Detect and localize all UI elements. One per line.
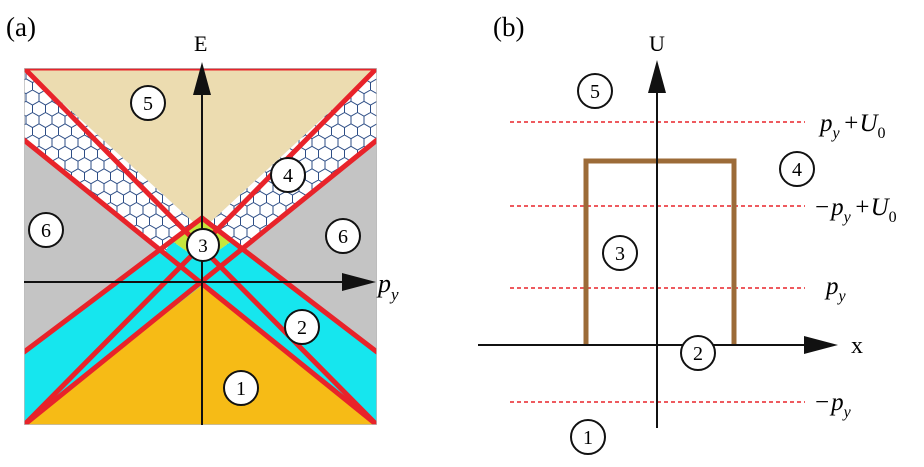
region-label-3-text: 3 <box>198 236 208 257</box>
level-3-main: p <box>824 273 839 300</box>
u-axis-label: U <box>649 31 665 56</box>
b-region-label-3: 3 <box>602 235 638 271</box>
level-4-main: p <box>829 389 844 416</box>
panel-a-label: (a) <box>6 12 36 42</box>
py-axis-main: p <box>376 269 391 298</box>
py-axis-sub: y <box>389 285 399 304</box>
level-2-tail: +U <box>854 194 891 221</box>
panel-b-axes <box>478 76 818 428</box>
x-axis-arrowhead <box>804 336 838 354</box>
level-2-sub: y <box>842 209 852 226</box>
region-5-area <box>24 68 377 230</box>
b-region-label-5: 5 <box>577 73 613 109</box>
region-label-5: 5 <box>130 85 166 121</box>
region-label-4-text: 4 <box>283 165 293 187</box>
level-1-main: p <box>818 110 833 137</box>
region-label-2: 2 <box>284 309 320 345</box>
level-1-sub: y <box>831 125 841 142</box>
region-label-3: 3 <box>186 228 220 262</box>
level-label-4: −py <box>815 389 852 421</box>
b-region-label-1-text: 1 <box>583 427 593 449</box>
b-region-label-2-text: 2 <box>693 343 703 365</box>
level-4-sign: − <box>815 389 829 416</box>
region-label-6-left: 6 <box>28 212 64 248</box>
py-axis-arrowhead <box>342 273 376 291</box>
b-region-label-3-text: 3 <box>615 243 625 265</box>
b-region-label-5-text: 5 <box>590 81 600 103</box>
level-2-main: p <box>829 194 844 221</box>
b-region-label-1: 1 <box>570 419 606 455</box>
level-2-sign: − <box>815 194 829 221</box>
level-label-2: −py+U0 <box>815 194 897 226</box>
potential-barrier <box>583 158 737 345</box>
graphene-lattice-left <box>24 68 202 285</box>
region-label-6-right-text: 6 <box>338 226 348 248</box>
region-label-6-right: 6 <box>325 218 361 254</box>
level-label-3: py <box>824 273 847 305</box>
level-1-tail-sub: 0 <box>878 125 886 142</box>
u-axis-arrowhead <box>648 60 666 93</box>
region-label-6-left-text: 6 <box>41 220 51 242</box>
level-1-tail: +U <box>843 110 880 137</box>
x-axis-label: x <box>851 333 863 359</box>
region-label-5-text: 5 <box>143 93 153 115</box>
e-axis-arrowhead <box>193 62 211 95</box>
b-region-label-2: 2 <box>680 335 716 371</box>
panel-b-label: (b) <box>493 12 524 42</box>
b-region-label-4-text: 4 <box>792 159 802 181</box>
region-label-4: 4 <box>270 157 306 193</box>
e-axis-label: E <box>194 31 207 56</box>
level-label-1: py+U0 <box>818 110 886 142</box>
level-4-sub: y <box>842 404 852 421</box>
level-3-sub: y <box>837 288 847 305</box>
region-1-area <box>24 285 377 425</box>
region-label-1: 1 <box>223 370 259 406</box>
region-label-1-text: 1 <box>236 378 246 400</box>
level-2-tail-sub: 0 <box>889 209 897 226</box>
py-axis-label: py <box>376 269 399 304</box>
region-label-2-text: 2 <box>297 317 307 339</box>
b-region-label-4: 4 <box>779 151 815 187</box>
